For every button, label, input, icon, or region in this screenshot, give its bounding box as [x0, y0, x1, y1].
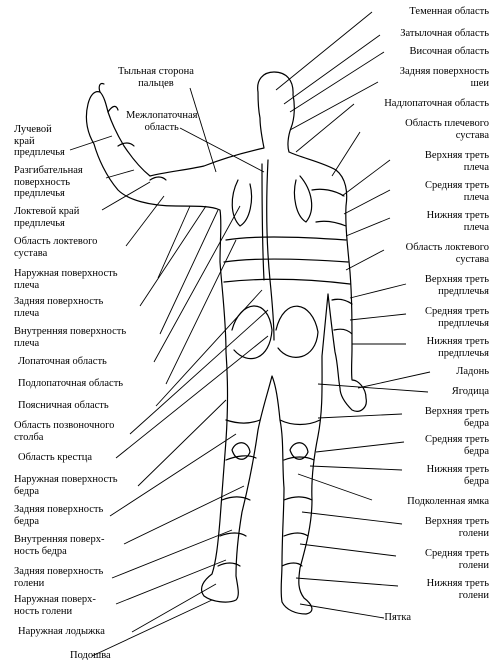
label-back-shin: Задняя поверхность голени	[14, 566, 104, 589]
label-parietal: Теменная область	[409, 6, 489, 17]
label-middle-third-shoulder: Средняя треть плеча	[424, 180, 489, 203]
label-interscapular: Межлопаточная область	[126, 110, 198, 133]
label-upper-third-shoulder: Верхняя треть плеча	[424, 150, 489, 173]
label-subscapular: Подлопаточная область	[18, 378, 124, 389]
label-outer-shin: Наружная поверх- ность голени	[14, 594, 96, 617]
label-elbow-joint: Область локтевого сустава	[405, 242, 489, 265]
label-elbow-region: Область локтевого сустава	[14, 236, 98, 259]
label-outer-ankle: Наружная лодыжка	[18, 626, 105, 637]
label-buttock: Ягодица	[451, 386, 489, 397]
label-middle-third-shin: Средняя треть голени	[424, 548, 489, 571]
label-lower-third-shin: Нижняя треть голени	[426, 578, 489, 601]
label-back-neck: Задняя поверхность шеи	[399, 66, 489, 89]
label-extensor-forearm: Разгибательная поверхность предплечья	[14, 165, 83, 199]
label-radial-edge: Лучевой край предплечья	[14, 124, 65, 158]
leader-lines	[69, 11, 431, 657]
label-heel: Пятка	[384, 612, 411, 623]
label-upper-third-forearm: Верхняя треть предплечья	[424, 274, 489, 297]
label-lower-third-thigh: Нижняя треть бедра	[426, 464, 489, 487]
label-temporal: Височная область	[409, 46, 489, 57]
label-ulnar-edge: Локтевой край предплечья	[14, 206, 80, 229]
label-suprascapular: Надлопаточная область	[384, 98, 489, 109]
label-occipital: Затылочная область	[400, 28, 489, 39]
label-dorsal-fingers: Тыльная сторона пальцев	[118, 66, 194, 89]
label-outer-shoulder: Наружная поверхность плеча	[14, 268, 118, 291]
label-lower-third-forearm: Нижняя треть предплечья	[426, 336, 489, 359]
label-middle-third-thigh: Средняя треть бедра	[424, 434, 489, 457]
label-back-shoulder: Задняя поверхность плеча	[14, 296, 104, 319]
label-shoulder-joint: Область плечевого сустава	[405, 118, 489, 141]
label-outer-thigh: Наружная поверхность бедра	[14, 474, 118, 497]
label-lower-third-shoulder: Нижняя треть плеча	[426, 210, 489, 233]
label-middle-third-forearm: Средняя треть предплечья	[424, 306, 489, 329]
label-inner-shoulder: Внутренняя поверхность плеча	[14, 326, 127, 349]
label-upper-third-shin: Верхняя треть голени	[424, 516, 489, 539]
label-back-thigh: Задняя поверхность бедра	[14, 504, 104, 527]
label-spinal-column: Область позвоночного столба	[14, 420, 115, 443]
label-popliteal: Подколенная ямка	[407, 496, 489, 507]
label-scapular: Лопаточная область	[18, 356, 107, 367]
label-upper-third-thigh: Верхняя треть бедра	[424, 406, 489, 429]
label-sole: Подошва	[70, 650, 111, 660]
label-lumbar: Поясничная область	[18, 400, 109, 411]
label-inner-thigh: Внутренняя поверх- ность бедра	[14, 534, 105, 557]
label-palm: Ладонь	[456, 366, 489, 377]
label-sacral: Область крестца	[18, 452, 93, 463]
